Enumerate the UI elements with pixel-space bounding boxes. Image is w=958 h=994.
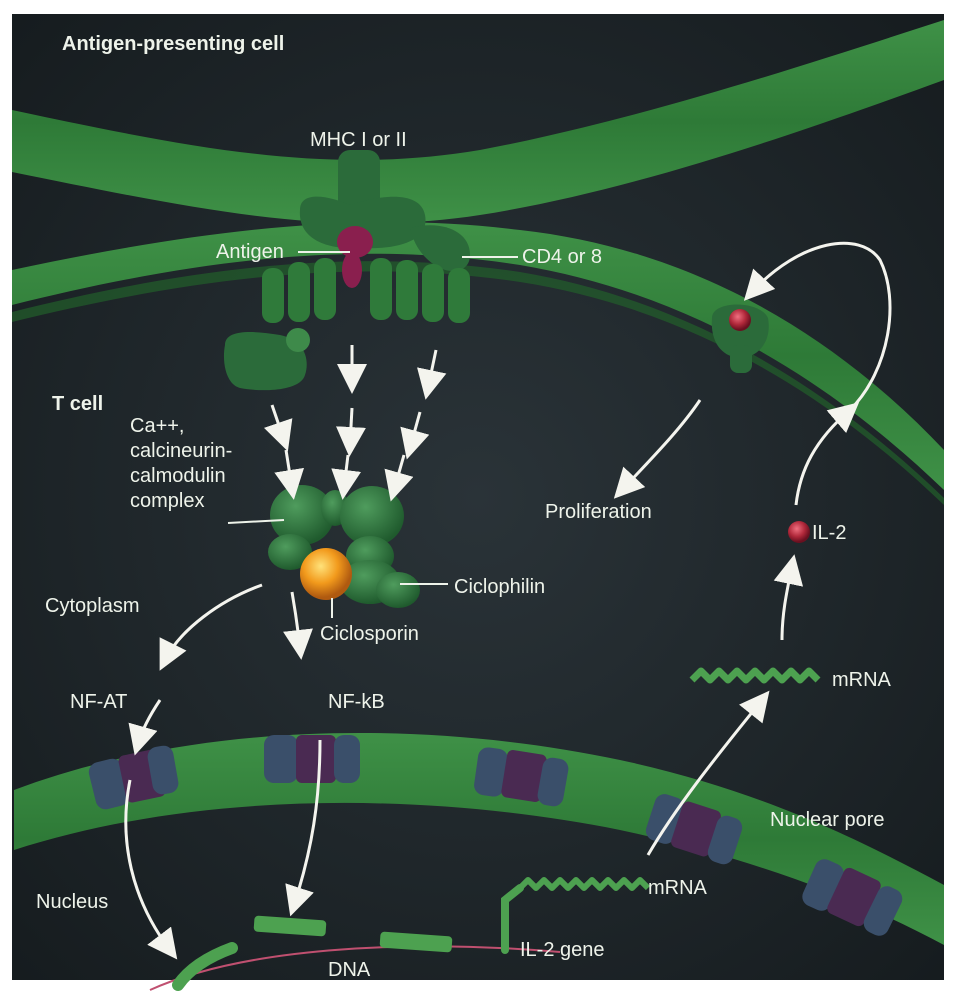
nf-kb-label: NF-kB [328, 690, 385, 714]
il2-bound-molecule [729, 309, 751, 331]
ca-complex-label: Ca++, calcineurin-calmodulin complex [130, 414, 250, 514]
nf-at-label: NF-AT [70, 690, 127, 714]
ciclosporin-molecule [300, 548, 352, 600]
t-cell-label: T cell [52, 392, 103, 416]
mrna-cytoplasm-label: mRNA [832, 668, 891, 692]
cytoplasm-label: Cytoplasm [45, 594, 139, 618]
nuclear-pore-label: Nuclear pore [770, 808, 885, 832]
cd4-or-8-label: CD4 or 8 [522, 245, 602, 269]
nucleus-label: Nucleus [36, 890, 108, 914]
arrow [350, 408, 352, 445]
ciclosporin-label: Ciclosporin [320, 622, 419, 646]
il2-label: IL-2 [812, 521, 846, 545]
antigen-label: Antigen [216, 240, 284, 264]
dna-label: DNA [328, 958, 370, 982]
apc-label: Antigen-presenting cell [62, 32, 284, 56]
ciclophilin-label: Ciclophilin [454, 575, 545, 599]
mrna-nucleus-label: mRNA [648, 876, 707, 900]
il2-free-molecule [788, 521, 810, 543]
nuclear-pore [264, 735, 360, 783]
proliferation-label: Proliferation [545, 500, 652, 524]
mhc-label: MHC I or II [310, 128, 407, 152]
il2-gene-label: IL-2 gene [520, 938, 605, 962]
